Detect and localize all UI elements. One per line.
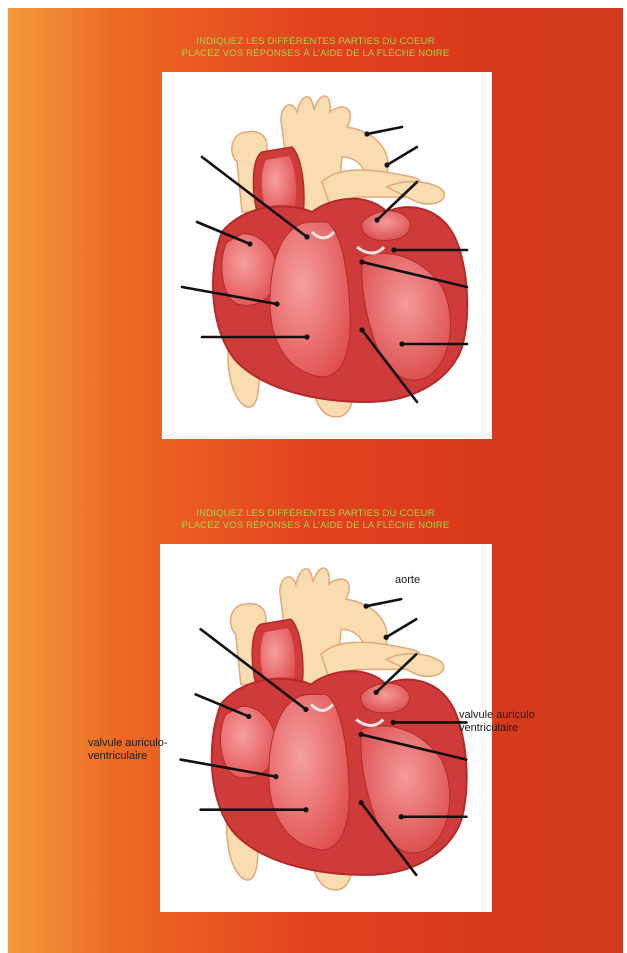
pointer-tip — [399, 341, 404, 346]
pointer-tip — [358, 800, 363, 805]
heart-diagram-2 — [160, 544, 492, 912]
label-left-valve-line1: valvule auriculo- — [88, 737, 167, 750]
pointer-tip — [246, 714, 251, 719]
pointer-tip — [374, 217, 379, 222]
pointer-tip — [304, 334, 309, 339]
pointer-tip — [359, 327, 364, 332]
pointer-tip — [391, 720, 396, 725]
pointer-tip — [364, 604, 369, 609]
instruction-title-1: INDIQUEZ LES DIFFÉRENTES PARTIES DU COEU… — [8, 36, 623, 60]
pointer-tip — [274, 301, 279, 306]
pointer-tip — [384, 635, 389, 640]
pointer-tip — [384, 162, 389, 167]
instruction-line-1: INDIQUEZ LES DIFFÉRENTES PARTIES DU COEU… — [8, 36, 623, 48]
pointer-arrow — [366, 599, 401, 606]
pointer-arrow — [386, 619, 416, 637]
label-right-valve-line2: ventriculaire — [459, 722, 518, 735]
instruction-title-2: INDIQUEZ LES DIFFÉRENTES PARTIES DU COEU… — [8, 508, 623, 532]
heart-diagram-panel-1 — [162, 72, 492, 439]
pointer-tip — [364, 131, 369, 136]
worksheet-page: INDIQUEZ LES DIFFÉRENTES PARTIES DU COEU… — [8, 8, 623, 953]
pointer-tip — [374, 690, 379, 695]
pointer-tip — [273, 774, 278, 779]
pointer-tip — [359, 259, 364, 264]
heart-diagram-1 — [162, 72, 492, 439]
instruction-line-2: PLACEZ VOS RÉPONSES À L'AIDE DE LA FLÈCH… — [8, 48, 623, 60]
pointer-tip — [247, 241, 252, 246]
instruction-line-2: PLACEZ VOS RÉPONSES À L'AIDE DE LA FLÈCH… — [8, 520, 623, 532]
pointer-tip — [303, 707, 308, 712]
pointer-tip — [399, 814, 404, 819]
pointer-tip — [391, 247, 396, 252]
instruction-line-1: INDIQUEZ LES DIFFÉRENTES PARTIES DU COEU… — [8, 508, 623, 520]
heart-diagram-panel-2 — [160, 544, 492, 912]
label-aorta: aorte — [395, 574, 420, 587]
pointer-tip — [303, 807, 308, 812]
pointer-tip — [304, 234, 309, 239]
pointer-arrow — [367, 127, 402, 134]
label-left-valve-line2: ventriculaire — [88, 750, 147, 763]
label-right-valve-line1: valvule auriculo — [459, 709, 535, 722]
pointer-arrow — [387, 147, 417, 165]
pointer-tip — [358, 732, 363, 737]
